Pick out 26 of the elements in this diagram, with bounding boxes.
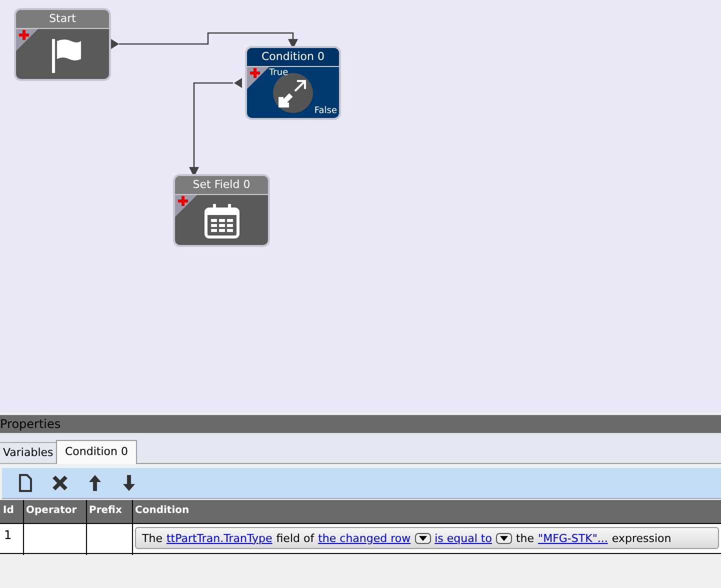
port-label: False [314,106,337,116]
connector-arrow [119,32,298,49]
link: is equal to [434,532,492,544]
column-header: Operator [26,505,77,516]
port-label: True [269,68,288,78]
table-cell: 1 [4,528,12,542]
column-header: Prefix [89,505,122,516]
condition-text: expression [612,532,672,544]
node-title: Set Field 0 [175,176,268,195]
node-box [16,10,109,79]
connector-arrow [189,82,233,177]
link: ttPartTran.TranType [166,532,272,544]
column-header: Id [3,505,14,516]
node-box [175,176,268,245]
tab: Variables [0,442,58,464]
condition-text: The [142,532,162,544]
link: the changed row [318,532,411,544]
condition-text: the [516,532,534,544]
condition-text: field of [276,532,314,544]
node-title: Start [16,10,109,29]
node-box [247,48,339,118]
tab: Condition 0 [56,440,137,464]
link: "MFG-STK"... [538,532,608,544]
panel-title: Properties [0,417,61,431]
node-title: Condition 0 [247,48,339,67]
column-header: Condition [135,505,190,516]
